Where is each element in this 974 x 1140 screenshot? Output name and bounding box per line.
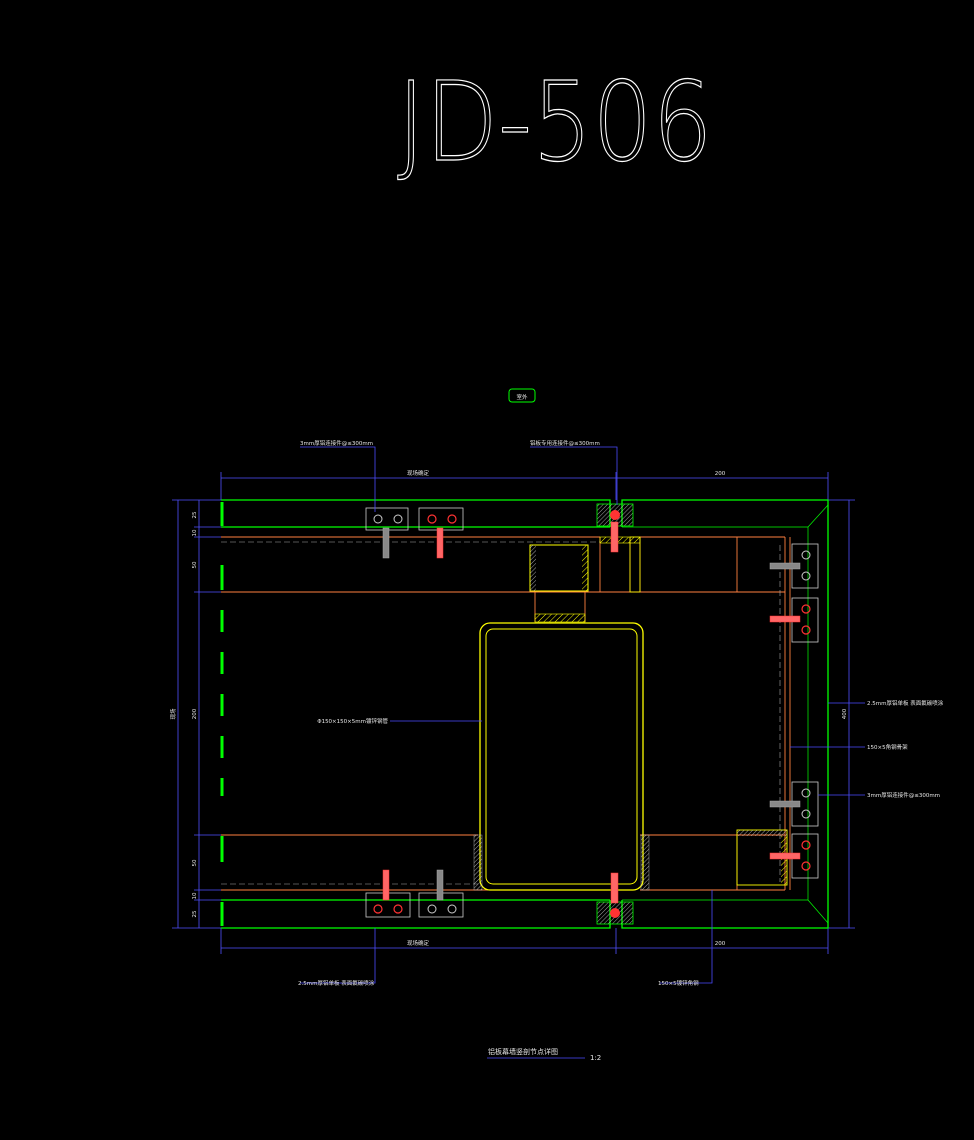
drawing-scale: 1:2 <box>590 1054 601 1062</box>
dim-left-seg-7: 25 <box>192 910 198 917</box>
dim-top-right: 200 <box>715 471 726 477</box>
upper-angle-steel <box>529 536 641 623</box>
bottom-joint <box>596 872 634 925</box>
dim-left-seg-5: 50 <box>192 859 198 866</box>
callout-bottom-left: 2.5mm厚铝单板 表面氟碳喷涂 <box>298 979 375 987</box>
callout-bottom-right: 150×5镀锌角钢 <box>658 979 699 987</box>
dim-left-seg-6: 10 <box>192 892 198 899</box>
callout-right-3: 3mm厚铝连接件@≤300mm <box>867 791 940 799</box>
bottom-brackets <box>365 869 464 918</box>
zone-tag-text: 室外 <box>516 393 528 401</box>
dim-left-seg-1: 25 <box>192 511 198 518</box>
main-steel-tube <box>473 622 650 891</box>
callout-right-1: 2.5mm厚铝单板 表面氟碳喷涂 <box>867 699 944 707</box>
dim-right-overall: 400 <box>842 708 848 719</box>
dim-left-seg-4: 200 <box>192 708 198 719</box>
dashed-backing <box>221 541 781 885</box>
callout-center: Φ150×150×5mm镀锌钢管 <box>317 717 388 725</box>
dim-top-left: 现场确定 <box>407 469 430 477</box>
dim-left-overall: 现场 <box>169 708 177 720</box>
top-joint <box>596 503 634 553</box>
right-brackets <box>769 543 819 879</box>
dim-bottom-right: 200 <box>715 941 726 947</box>
drawing-title: JD-506 <box>397 59 712 187</box>
callout-top-mid: 铝板专用连接件@≤300mm <box>530 439 600 447</box>
dimension-lines <box>172 472 855 954</box>
top-brackets <box>365 507 464 559</box>
zone-tag: 室外 <box>508 388 536 403</box>
callout-top-left: 3mm厚铝连接件@≤300mm <box>300 439 373 447</box>
drawing-caption: 铝板幕墙竖剖节点详图 <box>488 1047 558 1056</box>
dim-left-seg-3: 50 <box>192 561 198 568</box>
steel-frame <box>221 536 791 891</box>
dim-bottom-left: 现场确定 <box>407 939 430 947</box>
callout-right-2: 150×5角钢骨架 <box>867 743 908 751</box>
leader-lines <box>300 446 865 1059</box>
dim-left-seg-2: 10 <box>192 529 198 536</box>
